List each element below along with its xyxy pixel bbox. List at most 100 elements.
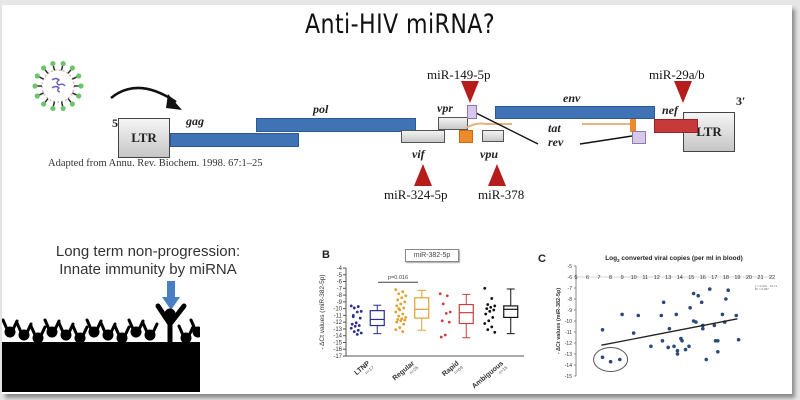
y-tick-label: -11 [334, 313, 343, 319]
box [369, 310, 385, 327]
data-point [355, 332, 359, 336]
data-point [403, 300, 407, 304]
data-point [445, 294, 449, 298]
vpr-label: vpr [437, 101, 453, 115]
mir-378-label: miR-378 [478, 187, 525, 202]
x-tick-label: 11 [642, 275, 648, 281]
ltr-left-box: LTR [118, 118, 170, 158]
x-tick-label: 6 [586, 275, 589, 281]
five-prime-label: 5′ [112, 116, 122, 130]
data-point [696, 293, 701, 298]
gag-gene-bar [170, 133, 299, 147]
data-point [491, 316, 495, 319]
panel-b-letter: B [322, 249, 330, 261]
y-tick-label: -5 [337, 273, 343, 279]
data-point [691, 291, 696, 296]
data-point [493, 304, 497, 308]
y-tick-label: -14 [333, 334, 342, 340]
data-point [394, 310, 398, 314]
y-tick-label: -16 [333, 347, 342, 353]
data-point [398, 326, 402, 329]
data-point [600, 328, 605, 332]
box [458, 303, 474, 325]
data-point [492, 308, 496, 312]
data-point [694, 320, 698, 324]
data-point [493, 330, 497, 334]
data-point [666, 345, 671, 350]
regression-equation: y = 0.20x - 13.71 [755, 284, 778, 288]
data-point [404, 294, 408, 298]
data-point [440, 319, 444, 323]
tat-label: tat [548, 121, 561, 135]
tat-rev-splice-lines [465, 111, 633, 145]
y-tick-label: -17 [333, 354, 342, 360]
data-point [631, 331, 636, 335]
pol-label: pol [313, 102, 329, 116]
data-point [354, 321, 358, 325]
data-point [486, 303, 490, 306]
data-point [356, 328, 360, 332]
data-point [401, 290, 405, 294]
data-point [618, 357, 622, 362]
data-point [359, 331, 363, 335]
data-point [355, 310, 359, 314]
data-point [349, 326, 353, 330]
p-value-annotation: p=0.016 [388, 275, 408, 281]
rev-exon2-box [632, 131, 646, 144]
data-point [402, 322, 406, 326]
data-point [674, 312, 679, 317]
x-tick-label: 9 [621, 275, 624, 281]
y-tick-label: -6 [568, 275, 573, 281]
y-tick-label: -10 [333, 307, 342, 313]
data-point [352, 330, 356, 334]
highlight-circle [593, 347, 629, 372]
data-point [699, 300, 704, 305]
data-point [397, 314, 401, 318]
data-point [349, 304, 353, 308]
y-tick-label: -6 [337, 280, 343, 286]
mir-29ab-label: miR-29a/b [649, 67, 705, 82]
x-tick-label: 8 [609, 275, 612, 281]
data-point [443, 333, 447, 337]
data-point [726, 288, 730, 292]
data-point [600, 355, 605, 360]
data-point [394, 288, 398, 292]
chart-c-title: Log2 converted viral copies (per ml in b… [605, 255, 743, 263]
x-tick-label: 17 [711, 275, 717, 281]
data-point [352, 306, 356, 310]
nef-gene-bar [654, 119, 698, 133]
x-tick-label: 5 [574, 275, 577, 281]
tat-exon1-box [459, 130, 473, 143]
mir-149-5p-marker-icon [461, 81, 479, 103]
category-n-label: n=25 [408, 365, 419, 376]
data-point [402, 306, 406, 310]
data-point [399, 319, 403, 323]
scatter-chart: Log2 converted viral copies (per ml in b… [556, 255, 778, 380]
page-title: Anti-HIV miRNA? [304, 9, 496, 40]
data-point [660, 339, 665, 343]
gag-label: gag [186, 114, 204, 128]
x-tick-label: 13 [665, 275, 671, 281]
data-point [667, 326, 672, 331]
data-point [608, 359, 613, 364]
data-point [394, 328, 398, 331]
data-point [444, 311, 448, 315]
data-point [396, 318, 400, 321]
nef-label: nef [662, 103, 678, 117]
vpr-gene-box [438, 117, 468, 130]
x-tick-label: 22 [769, 275, 775, 281]
citation-text: Adapted from Annu. Rev. Biochem. 1998. 6… [48, 158, 263, 169]
data-point [712, 323, 717, 328]
y-tick-label: -10 [565, 319, 572, 325]
box [503, 305, 519, 319]
data-point [359, 309, 363, 313]
data-point [401, 312, 405, 316]
x-tick-label: 19 [734, 275, 740, 281]
x-tick-label: 21 [757, 275, 763, 281]
env-gene-bar [495, 106, 655, 119]
y-tick-label: -8 [568, 297, 573, 303]
data-point [356, 305, 360, 308]
data-point [397, 292, 401, 296]
mir-378-marker-icon [488, 164, 506, 186]
data-point [395, 304, 399, 308]
